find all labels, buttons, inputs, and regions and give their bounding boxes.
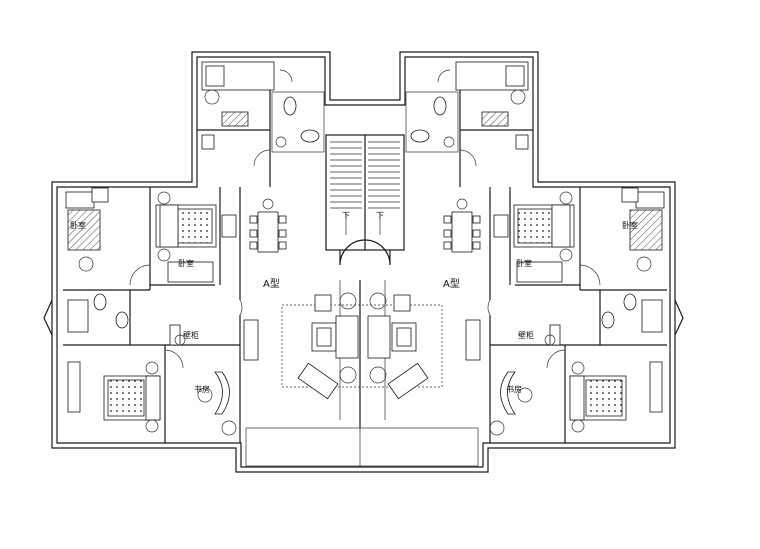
study-label-left: 书房 <box>194 384 210 394</box>
unit-type-label-left: A型 <box>263 277 280 290</box>
right-unit-furniture <box>410 61 665 436</box>
door-swings <box>129 69 601 369</box>
bedroom-label-right-upper: 卧室 <box>622 220 638 230</box>
outer-walls <box>43 51 684 473</box>
wardrobe-label-left: 壁柜 <box>183 330 199 340</box>
study-label-right: 书房 <box>506 384 522 394</box>
bedroom-label-right-mid: 卧室 <box>516 258 532 268</box>
staircase: 下 下 <box>330 141 400 420</box>
stair-down-left: 下 <box>342 211 350 220</box>
wardrobe-label-right: 壁柜 <box>518 330 534 340</box>
stair-down-right: 下 <box>376 211 384 220</box>
left-unit-furniture <box>65 61 320 436</box>
room-labels: A型 A型 卧室 卧室 卧室 卧室 壁柜 壁柜 书房 书房 <box>70 220 638 394</box>
bedroom-label-left-mid: 卧室 <box>178 258 194 268</box>
interior-walls <box>63 90 667 443</box>
bedroom-label-left-upper: 卧室 <box>70 220 86 230</box>
living-room-furniture <box>281 292 443 400</box>
unit-type-label-right: A型 <box>443 277 460 290</box>
